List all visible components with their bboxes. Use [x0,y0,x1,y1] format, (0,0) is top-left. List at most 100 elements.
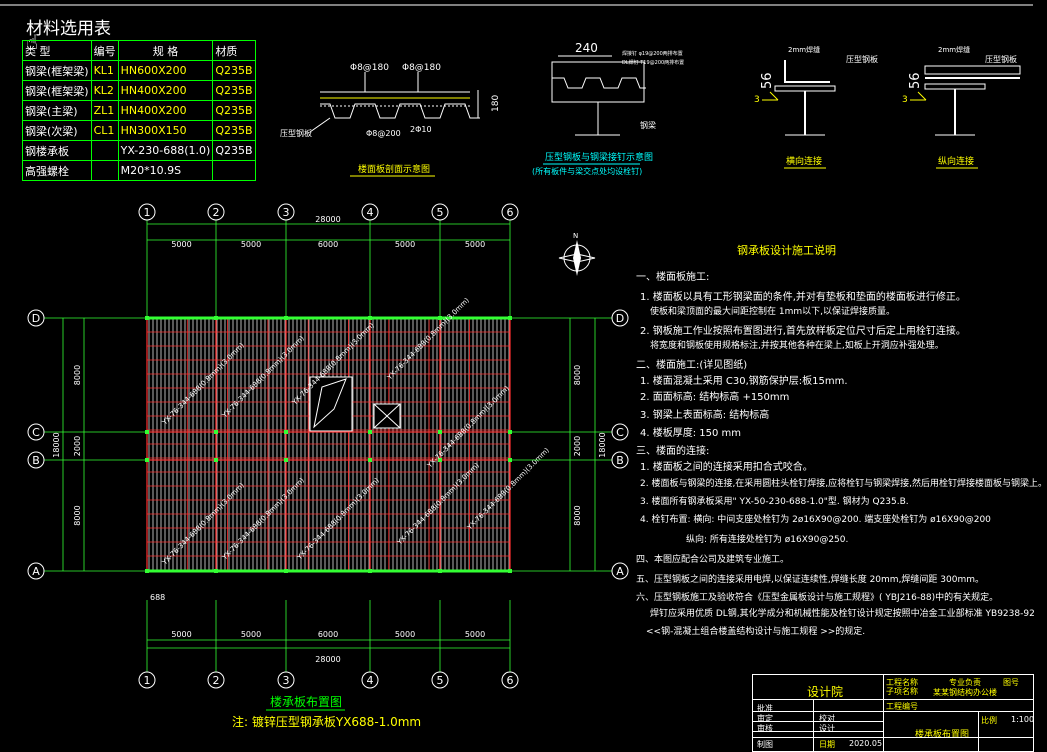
axis-label-y: A [32,565,40,578]
dim-total-x: 28000 [315,655,340,664]
transverse-deck: 压型钢板 [846,54,878,64]
note-line: 2. 楼面板与钢梁的连接,在采用圆柱头栓钉焊接,应将栓钉与钢梁焊接,然后用栓钉焊… [640,479,1047,489]
note-line: 二、楼面施工:(详见图纸) [636,360,748,371]
axis-bubble [611,451,629,469]
slab-rebar-2: Φ8@180 [402,63,441,73]
column-marker [284,430,288,434]
note-line: 2. 面面标高: 结构标高 +150mm [640,392,790,403]
axis-label-y: B [32,454,40,467]
transverse-dim-2: 3 [754,95,760,105]
edge-dim: 688 [150,593,165,602]
dim-total-x: 28000 [315,215,340,224]
axis-label-x: 3 [283,674,290,687]
axis-label-x: 2 [213,674,220,687]
axis-bubble [361,671,379,689]
column-marker [438,569,442,573]
axis-bubble [431,671,449,689]
axis-bubble [207,671,225,689]
axis-bubble [207,203,225,221]
detail-deck-stud: 240 焊接钉 φ19@200两排布置 DL焊钉 T19@200两排布置 钢梁 … [532,41,684,176]
dim-text-x: 6000 [318,240,338,249]
axis-bubble [611,309,629,327]
material-table-title: 材料选用表 [26,19,111,39]
axis-label-y: C [32,426,40,439]
column-marker [368,430,372,434]
longitudinal-weld: 2mm焊缝 [938,45,970,54]
title-drawing-no-label: 图号 [1003,678,1019,687]
notes-title: 钢承板设计施工说明 [737,244,836,257]
note-line: 六、压型钢板施工及验收符合《压型金属板设计与施工规程》( YBJ216-88)中… [636,593,999,603]
note-line: 纵向: 所有连接处栓钉为 ø16X90@250. [686,535,849,545]
floor-deck-plan: YX-76-344-688(0.8mm)(3.0mm)YX-76-344-688… [27,203,629,729]
title-row-0: 批准 [757,704,773,713]
dim-text-y: 8000 [573,505,582,525]
axis-bubble [27,309,45,327]
axis-label-x: 4 [367,674,374,687]
dim-text-x: 5000 [241,240,261,249]
axis-bubble [501,203,519,221]
stud-beam-label: 钢梁 [640,120,656,130]
title-project: 某某钢结构办公楼 [933,688,997,697]
note-line: 焊钉应采用优质 DL钢,其化学成分和机械性能及栓钉设计规定按照中冶金工业部标准 … [650,609,1035,619]
north-arrow-icon: N [558,232,596,276]
axis-label-y: D [616,312,624,325]
note-line: 将宽度和钢板使用规格标注,并按其他各种在梁上,如板上开洞应补强处理。 [650,341,944,351]
note-line: 4. 栓钉布置: 横向: 中间支座处栓钉为 2ø16X90@200. 端支座处栓… [640,515,991,525]
stud-note-1: 焊接钉 φ19@200两排布置 [622,50,683,57]
slab-height: 180 [491,95,501,112]
title-row-2: 审核 [757,724,773,733]
column-marker [284,569,288,573]
transverse-weld: 2mm焊缝 [788,45,820,54]
note-line: 使板和梁顶面的最大间距控制在 1mm以下,以保证焊接质量。 [650,307,895,317]
note-line: 1. 楼面板以具有工形钢梁面的条件,并对有垫板和垫面的楼面板进行修正。 [640,292,966,303]
title-stage-label: 工程编号 [886,702,918,711]
axis-bubble [27,423,45,441]
title-date: 2020.05 [849,739,883,748]
plan-caption: 楼承板布置图 [270,694,342,709]
note-line: 一、楼面板施工: [636,272,710,283]
dim-text-x: 5000 [465,240,485,249]
column-marker [368,458,372,462]
floor-opening-1 [309,376,353,432]
note-line: 1. 楼面混凝土采用 C30,钢筋保护层:板15mm. [640,376,848,387]
axis-bubble [138,671,156,689]
title-project-label: 工程名称 [886,678,918,687]
slab-bottom-rebar-2: 2Φ10 [410,125,432,134]
transverse-caption: 横向连接 [786,155,822,167]
title-sub-label: 子项名称 [886,687,918,696]
axis-bubble [611,562,629,580]
note-line: 3. 楼面所有钢承板采用" YX-50-230-688-1.0"型. 钢材为 Q… [640,497,909,507]
dim-text-x: 5000 [395,240,415,249]
title-date-label: 日期 [819,740,835,749]
column-marker [284,458,288,462]
column-marker [214,569,218,573]
dim-text-y: 2000 [573,436,582,456]
note-line: 三、楼面的连接: [636,446,710,457]
axis-label-x: 1 [144,206,151,219]
dim-text-y: 2000 [73,436,82,456]
dim-text-x: 5000 [171,240,191,249]
note-line: 五、压型钢板之间的连接采用电焊,以保证连续性,焊缝长度 20mm,焊缝间距 30… [636,575,985,585]
dim-text-x: 6000 [318,630,338,639]
axis-bubble [501,671,519,689]
axis-bubble [431,203,449,221]
column-marker [368,569,372,573]
axis-label-x: 5 [437,674,444,687]
dim-text-x: 5000 [395,630,415,639]
title-company: 设计院 [807,685,844,699]
title-drawing-name: 楼承板布置图 [915,730,970,740]
title-row-4: 设计 [819,724,835,733]
axis-label-y: A [616,565,624,578]
column-marker [438,430,442,434]
dim-text-x: 5000 [241,630,261,639]
note-line: 3. 钢梁上表面标高: 结构标高 [640,410,770,421]
axis-label-y: C [616,426,624,439]
longitudinal-dim-2: 3 [902,95,908,105]
column-marker [214,458,218,462]
slab-rebar-1: Φ8@180 [350,63,389,73]
note-line: <<钢-混凝土组合楼盖结构设计与施工规程 >>的规定. [646,627,866,637]
